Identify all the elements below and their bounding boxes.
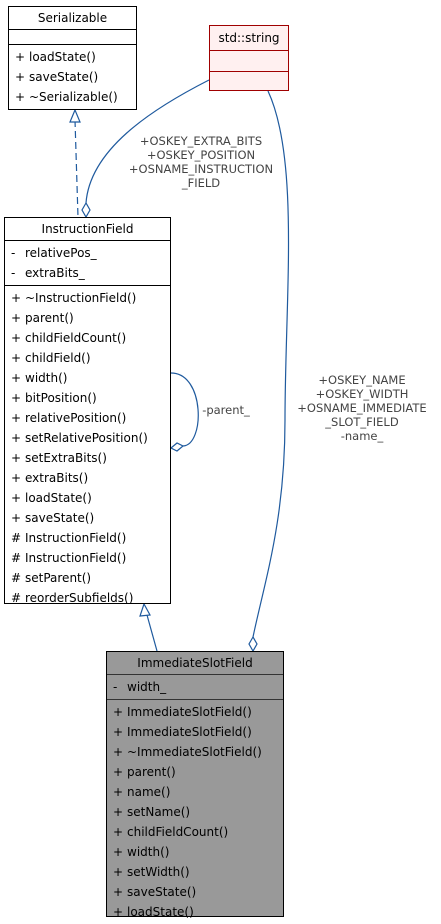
member-row: +~ImmediateSlotField() xyxy=(113,745,262,759)
edge-label-string-instruction-field: +OSKEY_EXTRA_BITS +OSKEY_POSITION +OSNAM… xyxy=(128,134,274,190)
edge-parent-self xyxy=(170,372,199,447)
member-row: +loadState() xyxy=(15,50,96,64)
class-title: std::string xyxy=(210,26,288,51)
member-row: +loadState() xyxy=(113,905,194,919)
edge-inherit-instruction-field xyxy=(146,614,158,652)
member-row: +saveState() xyxy=(113,885,197,899)
diamond-immediate-slot-field xyxy=(248,635,258,653)
member-row: #setParent() xyxy=(11,571,92,585)
member-row: +setWidth() xyxy=(113,865,190,879)
member-row: +~Serializable() xyxy=(15,90,118,104)
member-row: -width_ xyxy=(113,680,167,694)
attributes-section xyxy=(9,30,136,45)
diamond-instruction-field xyxy=(81,201,91,219)
class-serializable[interactable]: Serializable +loadState() +saveState() +… xyxy=(8,6,137,110)
edge-inherit-serializable xyxy=(74,119,79,218)
methods-section: +ImmediateSlotField() +ImmediateSlotFiel… xyxy=(107,700,283,924)
member-row: +parent() xyxy=(11,311,74,325)
member-row: +childField() xyxy=(11,351,91,365)
member-row: #reorderSubfields() xyxy=(11,591,134,605)
class-title: Serializable xyxy=(9,7,136,30)
member-row: -relativePos_ xyxy=(11,246,97,260)
attributes-section: -relativePos_ -extraBits_ xyxy=(5,241,170,286)
member-row: +ImmediateSlotField() xyxy=(113,725,252,739)
member-row: +name() xyxy=(113,785,171,799)
edge-string-immediate-slot-field xyxy=(252,90,290,638)
member-row: +ImmediateSlotField() xyxy=(113,705,252,719)
class-title: InstructionField xyxy=(5,218,170,241)
methods-section: +~InstructionField() +parent() +childFie… xyxy=(5,286,170,610)
member-row: -extraBits_ xyxy=(11,266,85,280)
edge-string-instruction-field xyxy=(85,79,210,204)
member-row: +saveState() xyxy=(15,70,99,84)
edge-label-string-immediate-slot-field: +OSKEY_NAME +OSKEY_WIDTH +OSNAME_IMMEDIA… xyxy=(297,373,427,443)
member-row: +setName() xyxy=(113,805,191,819)
arrow-hollow-serializable xyxy=(69,108,81,123)
edge-label-parent: -parent_ xyxy=(202,403,250,417)
member-row: +extraBits() xyxy=(11,471,89,485)
member-row: +width() xyxy=(113,845,170,859)
attributes-section: -width_ xyxy=(107,675,283,700)
member-row: +~InstructionField() xyxy=(11,291,137,305)
member-row: +childFieldCount() xyxy=(113,825,229,839)
class-immediate-slot-field[interactable]: ImmediateSlotField -width_ +ImmediateSlo… xyxy=(106,651,284,919)
methods-section xyxy=(210,72,288,92)
member-row: +saveState() xyxy=(11,511,95,525)
member-row: +loadState() xyxy=(11,491,92,505)
methods-section: +loadState() +saveState() +~Serializable… xyxy=(9,45,136,109)
attributes-section xyxy=(210,51,288,72)
member-row: +childFieldCount() xyxy=(11,331,127,345)
member-row: +relativePosition() xyxy=(11,411,127,425)
member-row: +setExtraBits() xyxy=(11,451,107,465)
class-std-string[interactable]: std::string xyxy=(209,25,289,91)
member-row: #InstructionField() xyxy=(11,531,127,545)
member-row: +bitPosition() xyxy=(11,391,97,405)
diamond-parent-self xyxy=(169,442,185,452)
class-title: ImmediateSlotField xyxy=(107,652,283,675)
member-row: #InstructionField() xyxy=(11,551,127,565)
class-instruction-field[interactable]: InstructionField -relativePos_ -extraBit… xyxy=(4,217,171,605)
member-row: +parent() xyxy=(113,765,176,779)
member-row: +width() xyxy=(11,371,68,385)
member-row: +setRelativePosition() xyxy=(11,431,148,445)
arrow-hollow-instruction-field xyxy=(139,602,151,617)
